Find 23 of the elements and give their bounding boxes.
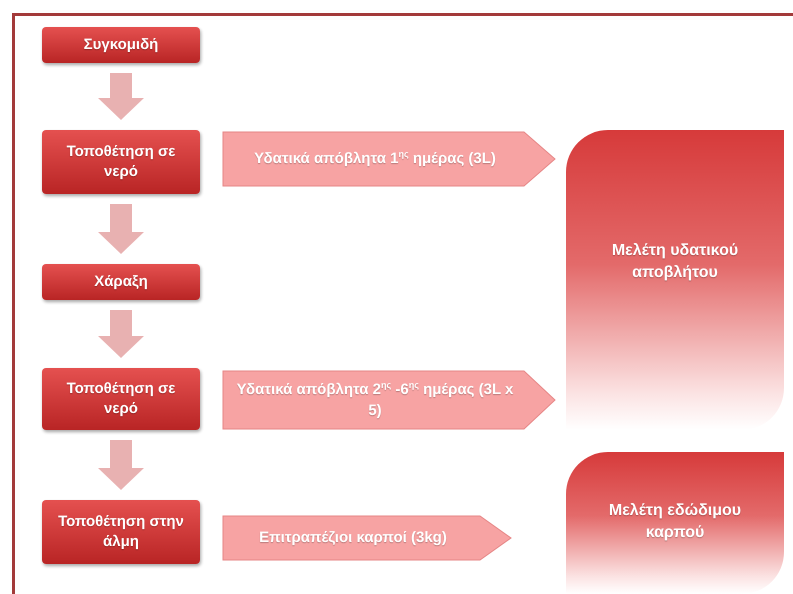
node-label: Επιτραπέζιοι καρποί (3kg) — [259, 528, 447, 548]
block-arrow — [98, 204, 144, 254]
process-box — [42, 500, 200, 564]
process-box — [42, 264, 200, 300]
process-box — [42, 27, 200, 63]
pentagon-arrow-box — [222, 131, 556, 187]
node-label: Υδατικά απόβλητα 1$^{ης}$ ημέρας (3L) — [254, 148, 496, 170]
node-label: Τοποθέτηση σε νερό — [66, 378, 176, 419]
block-arrow — [98, 310, 144, 358]
node-label: Συγκομιδή — [84, 34, 158, 55]
pentagon-arrow-box — [222, 370, 556, 430]
process-box — [42, 130, 200, 194]
block-arrow — [98, 440, 144, 490]
node-label: Τοποθέτηση σε νερό — [66, 142, 176, 182]
node-label: Τοποθέτηση στην άλμη — [57, 512, 185, 552]
node-label: Μελέτη υδατικού αποβλήτου — [610, 241, 740, 283]
node-label: Υδατικά απόβλητα 2$^{ης}$ -6$^{ης}$ ημέρας (3L x 5) — [236, 379, 514, 420]
block-arrow — [98, 73, 144, 120]
node-label: Μελέτη εδώδιμου καρπού — [608, 501, 742, 543]
rounded-result-box — [566, 452, 784, 594]
pentagon-arrow-box — [222, 515, 512, 561]
node-label: Χάραξη — [94, 272, 148, 292]
process-box — [42, 368, 200, 430]
